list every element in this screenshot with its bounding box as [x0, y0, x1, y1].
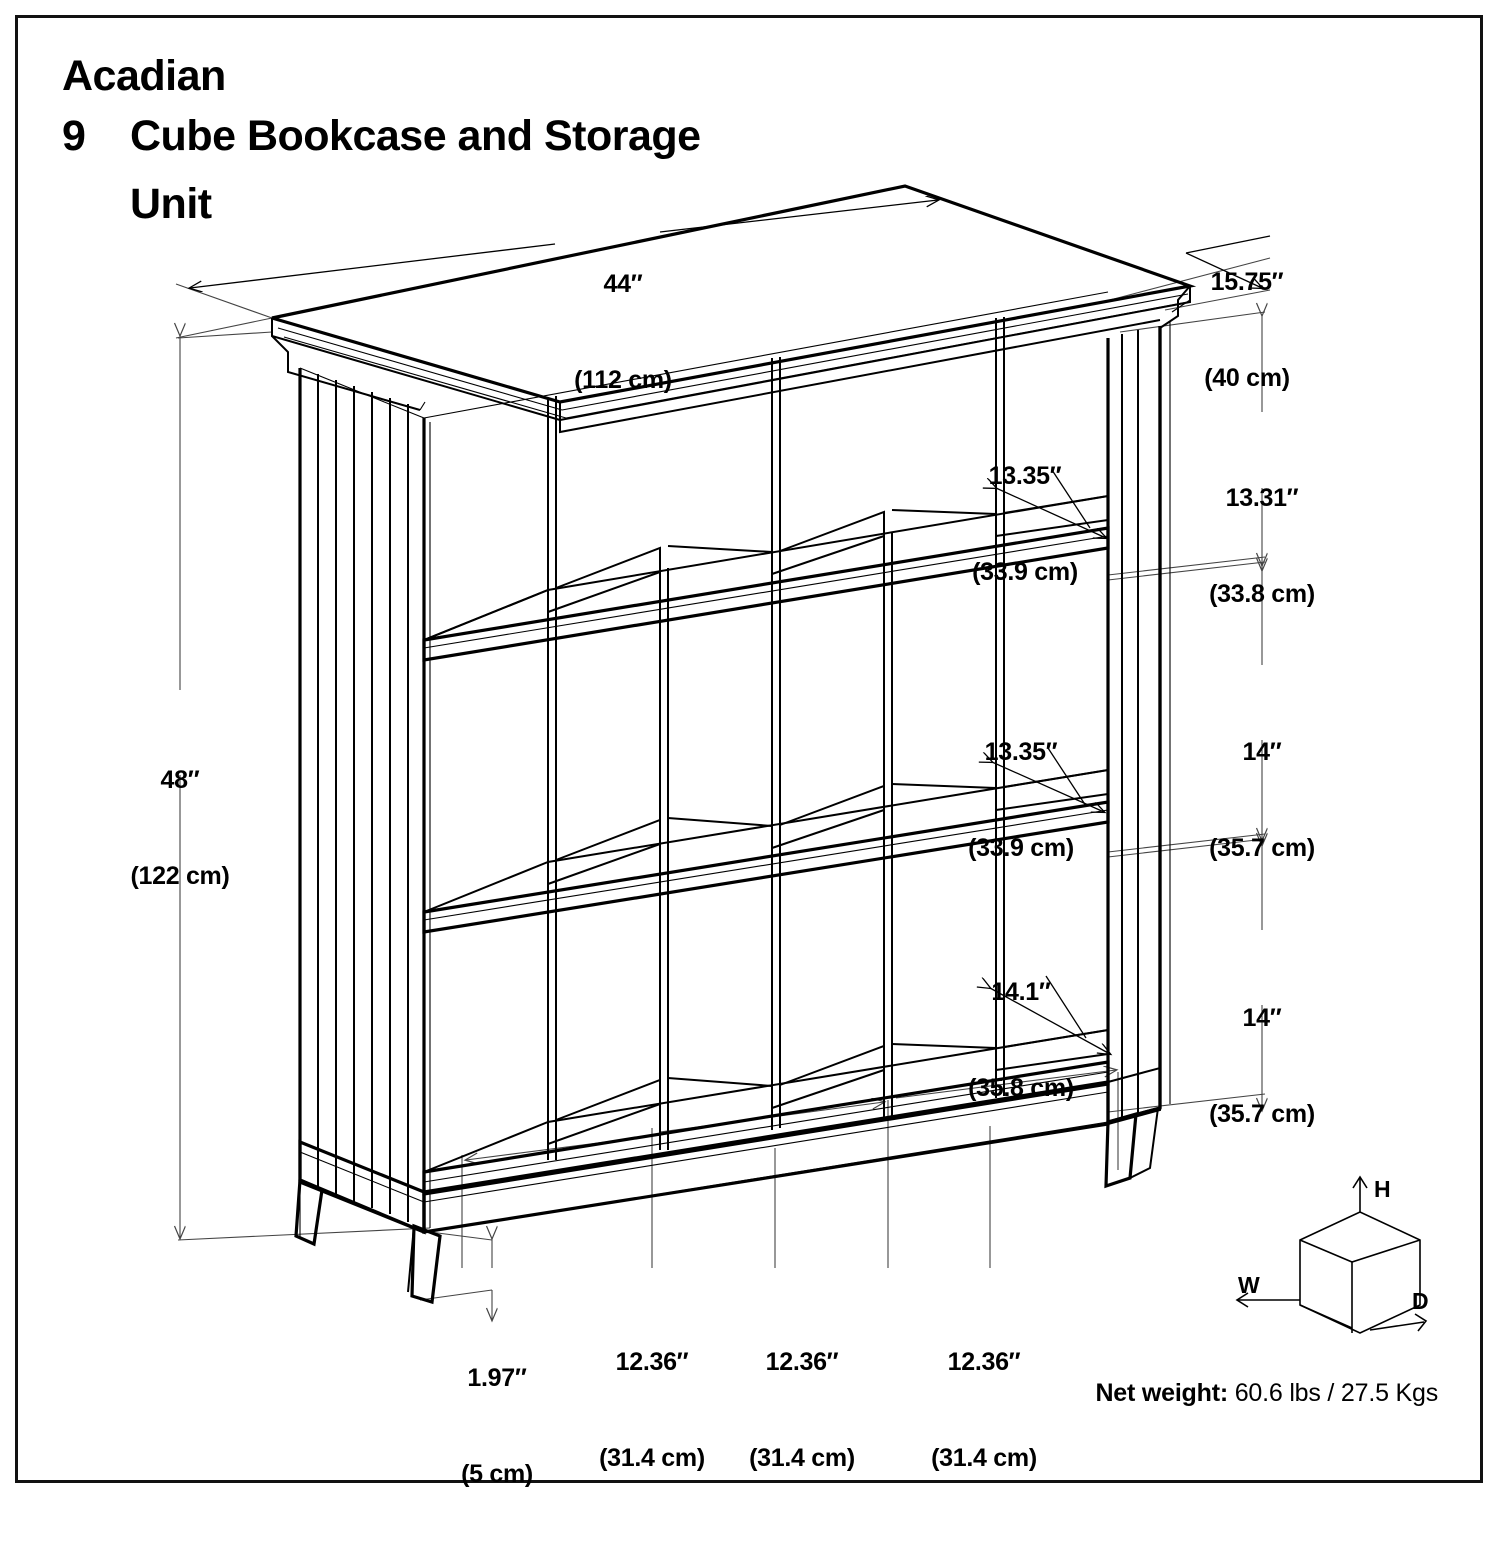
net-weight-label: Net weight:	[1095, 1379, 1228, 1407]
dim-overall-depth: 15.75″ (40 cm)	[1204, 268, 1290, 392]
dim-cube-width-left: 12.36″ (31.4 cm)	[599, 1348, 705, 1472]
page-title-name-cont: Unit	[130, 180, 212, 228]
legend-height-label: H	[1374, 1176, 1391, 1202]
page-title-brand: Acadian	[62, 52, 226, 100]
bookcase-technical-drawing	[0, 184, 1428, 1334]
dim-base-clearance: 1.97″ (5 cm)	[461, 1364, 533, 1488]
page-title-name: Cube Bookcase and Storage	[130, 112, 701, 160]
page-border	[15, 15, 1483, 1483]
dim-middle-cube-depth: 13.35″ (33.9 cm)	[968, 738, 1074, 862]
legend-depth-label: D	[1412, 1288, 1429, 1314]
net-weight-value: 60.6 lbs / 27.5 Kgs	[1234, 1379, 1438, 1407]
dim-cube-width-right: 12.36″ (31.4 cm)	[931, 1348, 1037, 1472]
dim-bottom-row-height: 14″ (35.7 cm)	[1209, 1004, 1315, 1128]
legend-cube-icon	[1235, 1175, 1428, 1334]
dim-overall-height: 48″ (122 cm)	[130, 766, 230, 890]
dim-cube-width-center: 12.36″ (31.4 cm)	[749, 1348, 855, 1472]
diagram-stage: Acadian 9 Cube Bookcase and Storage Unit	[0, 52, 1438, 1488]
legend-width-label: W	[1238, 1272, 1260, 1298]
dim-bottom-cube-depth: 14.1″ (35.8 cm)	[968, 978, 1074, 1102]
dim-overall-width: 44″ (112 cm)	[574, 270, 672, 394]
dim-top-cube-depth: 13.35″ (33.9 cm)	[972, 462, 1078, 586]
dim-top-row-height: 13.31″ (33.8 cm)	[1209, 484, 1315, 608]
page-title-cube-count: 9	[62, 112, 86, 160]
dim-middle-row-height: 14″ (35.7 cm)	[1209, 738, 1315, 862]
net-weight: Net weight: 60.6 lbs / 27.5 Kgs	[1095, 1379, 1438, 1408]
